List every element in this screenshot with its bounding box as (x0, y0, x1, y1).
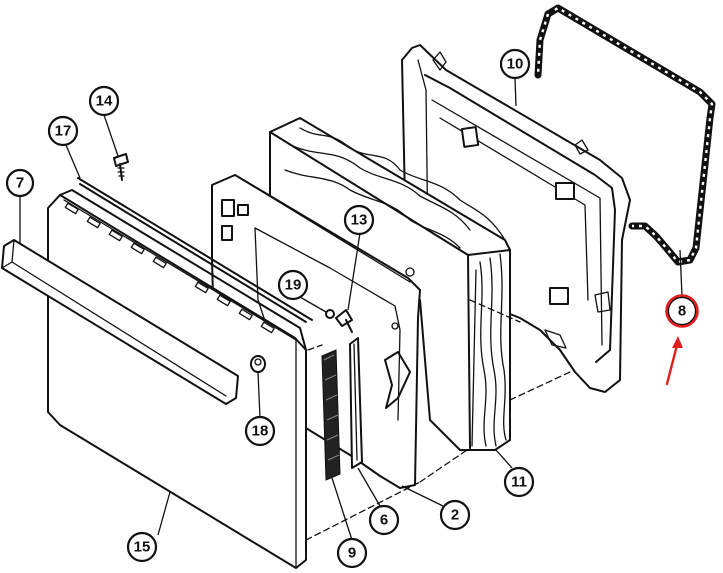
insulation-pack (269, 117, 511, 451)
door-gasket (534, 4, 716, 266)
callout-6: 6 (368, 504, 400, 536)
callout-17-label: 17 (55, 123, 72, 140)
screw-13 (335, 309, 353, 333)
callout-18: 18 (244, 415, 276, 447)
callout-11: 11 (503, 466, 535, 498)
vent-slots (64, 202, 275, 334)
outer-door-panel (47, 189, 307, 569)
callout-9-label: 9 (348, 545, 356, 562)
callout-9: 9 (336, 537, 368, 569)
callout-10: 10 (499, 48, 531, 80)
insulation-strip (321, 349, 341, 481)
callout-11-label: 11 (511, 474, 527, 491)
callout-8-label: 8 (678, 303, 686, 320)
screw-19 (325, 309, 335, 319)
callout-17: 17 (47, 115, 79, 147)
top-trim-strip (77, 177, 313, 323)
callout-6-label: 6 (380, 512, 388, 529)
callout-10-label: 10 (507, 56, 524, 73)
door-channel (349, 337, 363, 469)
inner-door-frame (401, 44, 631, 393)
callout-18-label: 18 (252, 423, 269, 440)
red-pointer-arrow (665, 336, 683, 386)
callout-14: 14 (88, 85, 120, 117)
callout-13: 13 (343, 204, 375, 236)
callout-2: 2 (439, 499, 471, 531)
callout-7: 7 (5, 168, 35, 198)
callout-19-label: 19 (285, 277, 302, 294)
callout-15-label: 15 (134, 539, 151, 556)
door-bumper (250, 355, 266, 373)
highlight-ring (665, 294, 699, 328)
callout-2-label: 2 (451, 507, 459, 524)
screw-14 (113, 153, 129, 181)
callout-14-label: 14 (96, 93, 113, 110)
callout-13-label: 13 (351, 212, 368, 229)
callout-8-highlighted: 8 (665, 294, 699, 328)
door-handle (1, 239, 239, 405)
callout-15: 15 (126, 531, 158, 563)
callout-7-label: 7 (16, 175, 24, 192)
leader-lines (19, 77, 683, 541)
callout-19: 19 (277, 269, 309, 301)
